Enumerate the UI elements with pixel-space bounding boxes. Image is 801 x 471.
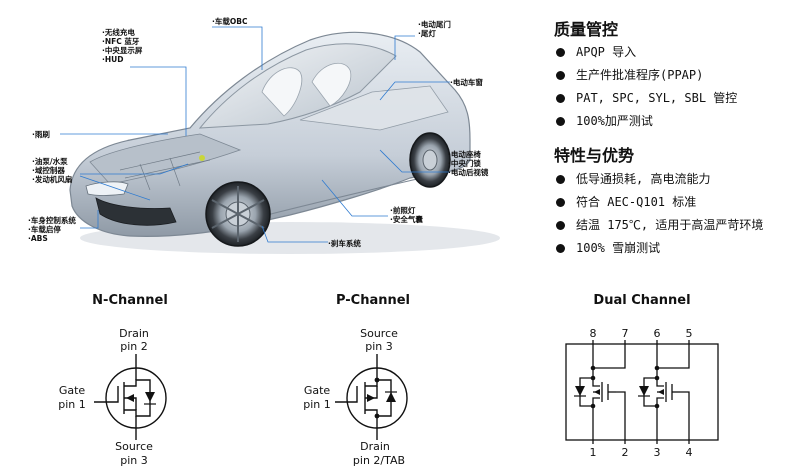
car-label-line: ·电动后视镜 [448,167,489,177]
p-gate-label: Gate [304,384,331,397]
list-item: 结温 175℃, 适用于高温严苛环境 [554,217,763,240]
car-label-line: ·无线充电 [102,27,135,37]
dual-pin-4: 4 [686,446,693,459]
p-channel-symbol: Source pin 3 Gate pin 1 Drain pin 2/TAB [303,327,408,467]
car-seat [261,67,303,117]
car-label-line: ·NFC 蓝牙 [102,36,140,46]
car-grille [95,197,177,226]
dual-pin-2: 2 [622,446,629,459]
label-brake: ·刹车系统 [328,238,361,248]
p-channel-title: P-Channel [335,293,411,308]
engine-lines [119,151,211,191]
list-item: 100% 雪崩测试 [554,240,763,263]
list-item: 100%加严测试 [554,113,737,136]
car-label-line: ·安全气囊 [390,214,423,224]
n-drain-label: Drain [119,327,149,340]
n-channel-symbol: Drain pin 2 Gate pin 1 Source pin 3 [58,327,167,467]
car-headlamp [85,181,129,196]
dual-channel-title: Dual Channel [593,293,691,308]
n-source-label: Source [115,440,153,453]
car-seat-2 [311,62,352,107]
n-drain-pin: pin 2 [120,340,148,353]
car-label-line: ·车载OBC [212,16,248,26]
dual-pin-6: 6 [654,327,661,340]
car-label-line: ·车载启停 [28,224,61,234]
car-body [69,31,471,237]
rear-wheel [409,132,451,188]
n-source-pin: pin 3 [120,454,148,467]
label-pumps: ·油泵/水泵·域控制器·发动机风扇 [32,156,72,184]
label-tailgate: ·电动尾门·尾灯 [418,19,451,38]
p-drain-pin: pin 2/TAB [353,454,405,467]
n-channel-title: N-Channel [92,293,168,308]
car-label-line: ·尾灯 [418,28,436,38]
car-label-line: ·电动车窗 [450,77,483,87]
label-seats: ·电动座椅·中央门锁·电动后视镜 [448,149,489,177]
component-highlight [199,155,205,161]
list-item: 生产件批准程序(PPAP) [554,67,737,90]
car-label-line: ·中央门锁 [448,158,481,168]
car-label-line: ·雨刷 [32,129,50,139]
dual-pin-3: 3 [654,446,661,459]
list-item: PAT, SPC, SYL, SBL 管控 [554,90,737,113]
p-gate-pin: pin 1 [303,398,331,411]
front-wheel [205,181,271,247]
label-body: ·车身控制系统·车载启停·ABS [28,215,76,243]
dual-channel-symbol: 8 7 6 5 1 2 3 4 [565,327,719,459]
car-label-line: ·发动机风扇 [32,174,72,184]
dual-pin-1: 1 [590,446,597,459]
car-label-line: ·刹车系统 [328,238,361,248]
p-source-pin: pin 3 [365,340,393,353]
car-label-line: ·中央显示屏 [102,45,143,55]
p-drain-label: Drain [360,440,390,453]
features-list: 低导通损耗, 高电流能力 符合 AEC-Q101 标准 结温 175℃, 适用于… [554,171,763,263]
car-label-line: ·电动尾门 [418,19,451,29]
car-hood [89,133,242,185]
car-label-line: ·HUD [102,55,123,64]
car-label-line: ·油泵/水泵 [32,156,68,166]
car-label-line: ·电动座椅 [448,149,481,159]
dual-pin-7: 7 [622,327,629,340]
leader-lines [60,26,450,243]
label-lamp: ·前照灯·安全气囊 [390,205,423,224]
car-label-line: ·ABS [28,234,48,243]
car-diagram: ·无线充电·NFC 蓝牙·中央显示屏·HUD ·车载OBC ·电动尾门·尾灯 ·… [28,16,500,254]
label-wiper: ·雨刷 [32,129,50,139]
dual-pin-5: 5 [686,327,693,340]
list-item: APQP 导入 [554,44,737,67]
car-label-line: ·车身控制系统 [28,215,76,225]
label-window: ·电动车窗 [450,77,483,87]
car-label-line: ·前照灯 [390,205,416,215]
p-source-label: Source [360,327,398,340]
quality-list: APQP 导入 生产件批准程序(PPAP) PAT, SPC, SYL, SBL… [554,44,737,136]
list-item: 符合 AEC-Q101 标准 [554,194,763,217]
car-label-line: ·域控制器 [32,165,65,175]
car-side-window [299,85,449,131]
features-title: 特性与优势 [554,146,635,165]
n-gate-label: Gate [59,384,86,397]
label-wireless: ·无线充电·NFC 蓝牙·中央显示屏·HUD [102,27,143,64]
label-obc: ·车载OBC [212,16,248,26]
dual-pin-8: 8 [590,327,597,340]
quality-title: 质量管控 [554,20,619,39]
list-item: 低导通损耗, 高电流能力 [554,171,763,194]
n-gate-pin: pin 1 [58,398,86,411]
